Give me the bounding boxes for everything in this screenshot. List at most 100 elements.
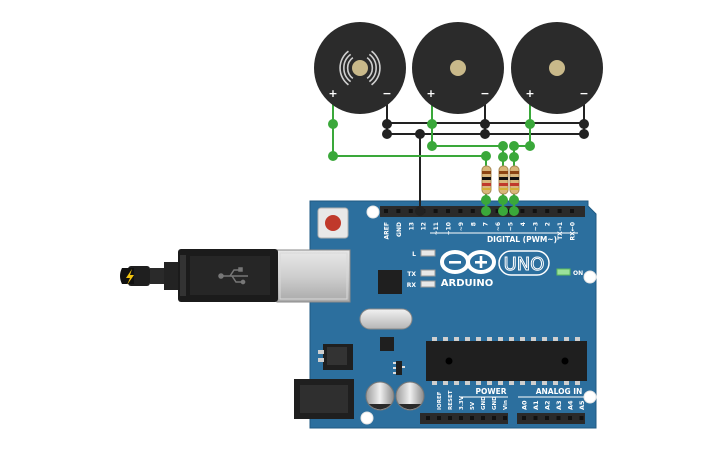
header-pin[interactable]: [570, 209, 574, 213]
header-pin[interactable]: [481, 416, 485, 420]
chip-pin: [443, 381, 448, 385]
header-pin[interactable]: [568, 416, 572, 420]
power-led: ON: [556, 268, 583, 277]
header-pin[interactable]: [396, 209, 401, 213]
digital-pin-label: 13: [408, 222, 415, 230]
header-pin[interactable]: [556, 416, 561, 420]
chip-pin: [564, 381, 569, 385]
chip-pin: [553, 381, 558, 385]
voltage-regulator: [318, 344, 353, 370]
uno-text: UNO: [504, 254, 545, 275]
digital-pin-label: AREF: [384, 222, 391, 239]
usb-chip: [378, 270, 402, 294]
transistor: [393, 361, 405, 375]
header-pin[interactable]: [557, 209, 562, 213]
reset-button[interactable]: [317, 207, 349, 239]
analog-pin-label: A1: [532, 400, 540, 410]
capacitor: [365, 381, 395, 411]
buzzer-plus-terminal: +: [525, 87, 534, 100]
header-pin[interactable]: [492, 416, 496, 420]
header-pin[interactable]: [448, 416, 452, 420]
chip-pin: [564, 337, 569, 341]
header-pin[interactable]: [459, 416, 463, 420]
header-pin[interactable]: [532, 209, 537, 213]
header-pin[interactable]: [384, 209, 388, 213]
crystal-oscillator: [359, 308, 413, 330]
power-label: POWER: [475, 387, 506, 396]
header-pin[interactable]: [579, 416, 584, 420]
arduino-board[interactable]: L TX RX ARDUINO UNO ON: [276, 200, 597, 429]
resistor[interactable]: [481, 165, 492, 195]
digital-pin-label: RX←0: [570, 222, 577, 240]
usb-cable[interactable]: [120, 249, 278, 302]
mounting-hole: [366, 205, 380, 219]
small-chip: [380, 337, 394, 351]
analog-pin-label: A2: [544, 400, 552, 410]
header-pin[interactable]: [408, 209, 413, 213]
buzzer-center: [352, 60, 368, 76]
header-pin[interactable]: [495, 209, 500, 213]
chip-pin: [432, 381, 437, 385]
chip-pin: [498, 337, 503, 341]
chip-pin: [520, 381, 525, 385]
sound-wave-icon: [339, 50, 381, 86]
header-pin[interactable]: [437, 416, 441, 420]
chip-pin: [487, 381, 492, 385]
chip-pin: [465, 337, 470, 341]
header-pin[interactable]: [458, 209, 463, 213]
chip-pin: [531, 337, 536, 341]
digital-pin-label: GND: [396, 222, 403, 237]
power-pin-label: Vin: [503, 400, 509, 410]
power-pin-label: RESET: [448, 390, 454, 410]
analog-label: ANALOG IN: [536, 387, 583, 396]
header-pin[interactable]: [520, 209, 525, 213]
mounting-hole: [583, 270, 597, 284]
header-pin[interactable]: [433, 209, 438, 213]
digital-pin-label: 2: [545, 222, 552, 226]
header-pin[interactable]: [426, 416, 430, 420]
analog-pin-label: A5: [578, 400, 586, 410]
header-pin[interactable]: [533, 416, 538, 420]
piezo-buzzer[interactable]: +−: [511, 22, 603, 114]
power-pin-label: 3.3V: [459, 395, 465, 410]
digital-pin-label: ~10: [446, 222, 453, 235]
analog-pin-label: A3: [555, 400, 563, 410]
header-pin[interactable]: [522, 416, 526, 420]
chip-pin: [575, 337, 580, 341]
buzzer-minus-terminal: −: [579, 87, 588, 100]
digital-pin-label: 4: [520, 222, 527, 226]
piezo-buzzer[interactable]: +−: [314, 22, 406, 114]
header-pin[interactable]: [503, 416, 507, 420]
chip-pin: [432, 337, 437, 341]
dc-power-jack: [294, 379, 354, 419]
digital-pin-label: TX→1: [557, 222, 564, 240]
header-pin[interactable]: [545, 209, 550, 213]
digital-label: DIGITAL (PWM~): [487, 235, 557, 244]
led-label-l: L: [412, 251, 416, 258]
header-pin[interactable]: [470, 416, 474, 420]
header-pin[interactable]: [470, 209, 475, 213]
digital-pin-label: ~3: [532, 222, 539, 231]
piezo-buzzer[interactable]: +−: [412, 22, 504, 114]
lightning-icon: [126, 269, 134, 285]
mounting-hole: [360, 411, 374, 425]
arduino-logo: ARDUINO: [440, 250, 496, 289]
analog-pin-label: A4: [567, 400, 575, 410]
chip-pin: [454, 337, 459, 341]
buzzer-minus-terminal: −: [480, 87, 489, 100]
header-pin[interactable]: [545, 416, 549, 420]
usb-port: [276, 249, 351, 303]
resistor[interactable]: [509, 165, 520, 195]
digital-pin-label: ~9: [458, 222, 465, 231]
chip-pin: [487, 337, 492, 341]
led-label-rx: RX: [407, 282, 417, 289]
header-pin[interactable]: [446, 209, 450, 213]
resistor[interactable]: [498, 165, 509, 195]
chip-pin: [575, 381, 580, 385]
signal-nodes: [328, 119, 535, 216]
chip-pin: [465, 381, 470, 385]
chip-pin: [531, 381, 536, 385]
digital-pin-label: 8: [470, 222, 477, 226]
